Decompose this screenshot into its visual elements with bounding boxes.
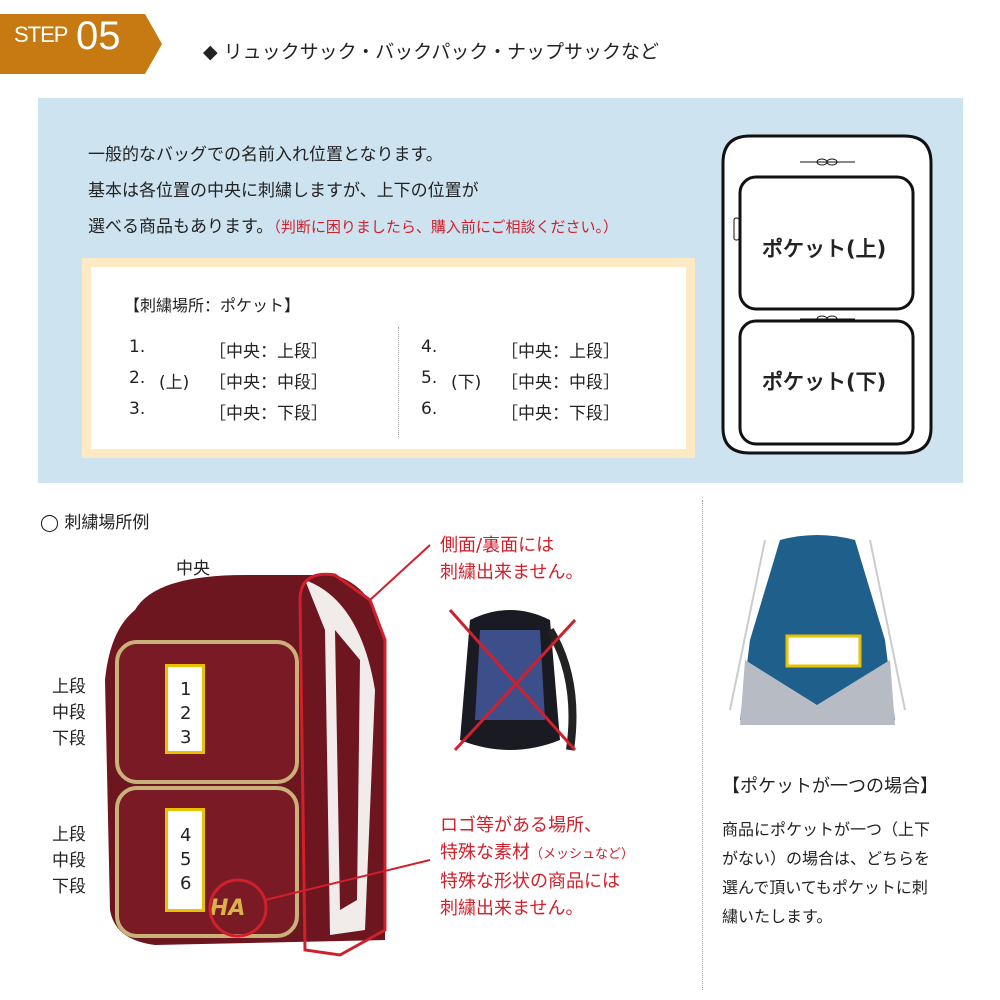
- step-number: 05: [76, 14, 121, 58]
- pos-label: ［中央：上段］: [501, 342, 620, 362]
- intro-note: （判断に困りましたら、購入前にご相談ください。）: [273, 218, 619, 236]
- text-line: 選んで頂いてもポケットに刺: [722, 878, 928, 897]
- row-label: 下段: [52, 729, 86, 749]
- logo-note-sub: （メッシュなど）: [530, 847, 635, 862]
- row-label: 下段: [52, 877, 86, 897]
- positions-box: 【刺繍場所：ポケット】 1. ［中央：上段］ 2. (上) ［中央：中段］ 3.…: [82, 258, 695, 458]
- pos-label: ［中央：上段］: [209, 342, 328, 362]
- logo-note: ロゴ等がある場所、特殊な素材（メッシュなど）特殊な形状の商品には刺繍出来ません。: [440, 812, 634, 922]
- single-pocket-title: 【ポケットが一つの場合】: [722, 776, 938, 797]
- row-label: 中段: [52, 703, 86, 723]
- crossed-backpack-photo: [448, 609, 577, 752]
- nums-top: 1 2 3: [180, 678, 191, 750]
- example-title: ◯ 刺繍場所例: [40, 513, 150, 533]
- num: 3: [180, 727, 192, 748]
- bag-diagram: [721, 134, 933, 455]
- row-label: 上段: [52, 825, 86, 845]
- backpack-photo: HA: [105, 575, 385, 945]
- svg-text:HA: HA: [210, 896, 245, 921]
- side-note: 側面/裏面には刺繍出来ません。: [440, 532, 583, 586]
- num: 2: [180, 703, 192, 724]
- intro-line-3-text: 選べる商品もあります。: [88, 217, 274, 237]
- embroidery-area-top: [165, 664, 205, 754]
- logo-note-line: ロゴ等がある場所、: [440, 815, 602, 836]
- center-label: 中央: [176, 559, 210, 579]
- step-label: STEP: [14, 22, 68, 47]
- pos-label: ［中央：中段］: [501, 373, 620, 393]
- logo-note-line: 特殊な素材（メッシュなど）: [440, 839, 634, 868]
- intro-line-1: 一般的なバッグでの名前入れ位置となります。: [88, 145, 443, 165]
- step-badge-shape: [0, 14, 162, 74]
- num: 1: [180, 679, 192, 700]
- pos-label: ［中央：中段］: [209, 373, 328, 393]
- row-label: 中段: [52, 851, 86, 871]
- vertical-divider: [702, 500, 703, 990]
- intro-line-3: 選べる商品もあります。（判断に困りましたら、購入前にご相談ください。）: [88, 212, 618, 237]
- pocket-lower-label: ポケット(下): [762, 370, 887, 394]
- pos-label: ［中央：下段］: [501, 404, 620, 424]
- pos-num: 2.: [129, 368, 146, 388]
- pos-num: 1.: [129, 337, 146, 357]
- logo-note-line: 刺繍出来ません。: [440, 898, 584, 919]
- pos-num: 5.: [421, 368, 438, 388]
- text-line: 商品にポケットが一つ（上下: [722, 820, 931, 839]
- pocket-upper-label: ポケット(上): [762, 237, 887, 261]
- num: 5: [180, 849, 192, 870]
- pos-tag: (上): [159, 373, 190, 393]
- row-label: 上段: [52, 677, 86, 697]
- pos-tag: (下): [451, 373, 482, 393]
- text-line: 繍いたします。: [722, 907, 833, 926]
- text-line: がない）の場合は、どちらを: [722, 849, 931, 868]
- intro-line-2: 基本は各位置の中央に刺繍しますが、上下の位置が: [88, 181, 479, 201]
- pos-label: ［中央：下段］: [209, 404, 328, 424]
- embroidery-area-bottom: [165, 808, 205, 912]
- side-note-line: 側面/裏面には: [440, 535, 555, 556]
- pos-num: 6.: [421, 399, 438, 419]
- pos-num: 4.: [421, 337, 438, 357]
- num: 4: [180, 825, 192, 846]
- logo-note-text: 特殊な素材: [440, 842, 530, 863]
- nums-bottom: 4 5 6: [180, 824, 191, 896]
- divider: [398, 327, 399, 437]
- logo-note-line: 特殊な形状の商品には: [440, 871, 620, 892]
- rows-top: 上段中段下段: [52, 674, 86, 752]
- rows-bottom: 上段中段下段: [52, 822, 86, 900]
- single-pocket-text: 商品にポケットが一つ（上下 がない）の場合は、どちらを 選んで頂いてもポケットに…: [722, 815, 930, 931]
- pos-num: 3.: [129, 399, 146, 419]
- side-note-line: 刺繍出来ません。: [440, 562, 584, 583]
- section-heading: ◆ リュックサック・バックパック・ナップサックなど: [203, 41, 659, 63]
- drawstring-bag-photo: [729, 535, 906, 725]
- num: 6: [180, 873, 192, 894]
- positions-title: 【刺繍場所：ポケット】: [124, 296, 301, 315]
